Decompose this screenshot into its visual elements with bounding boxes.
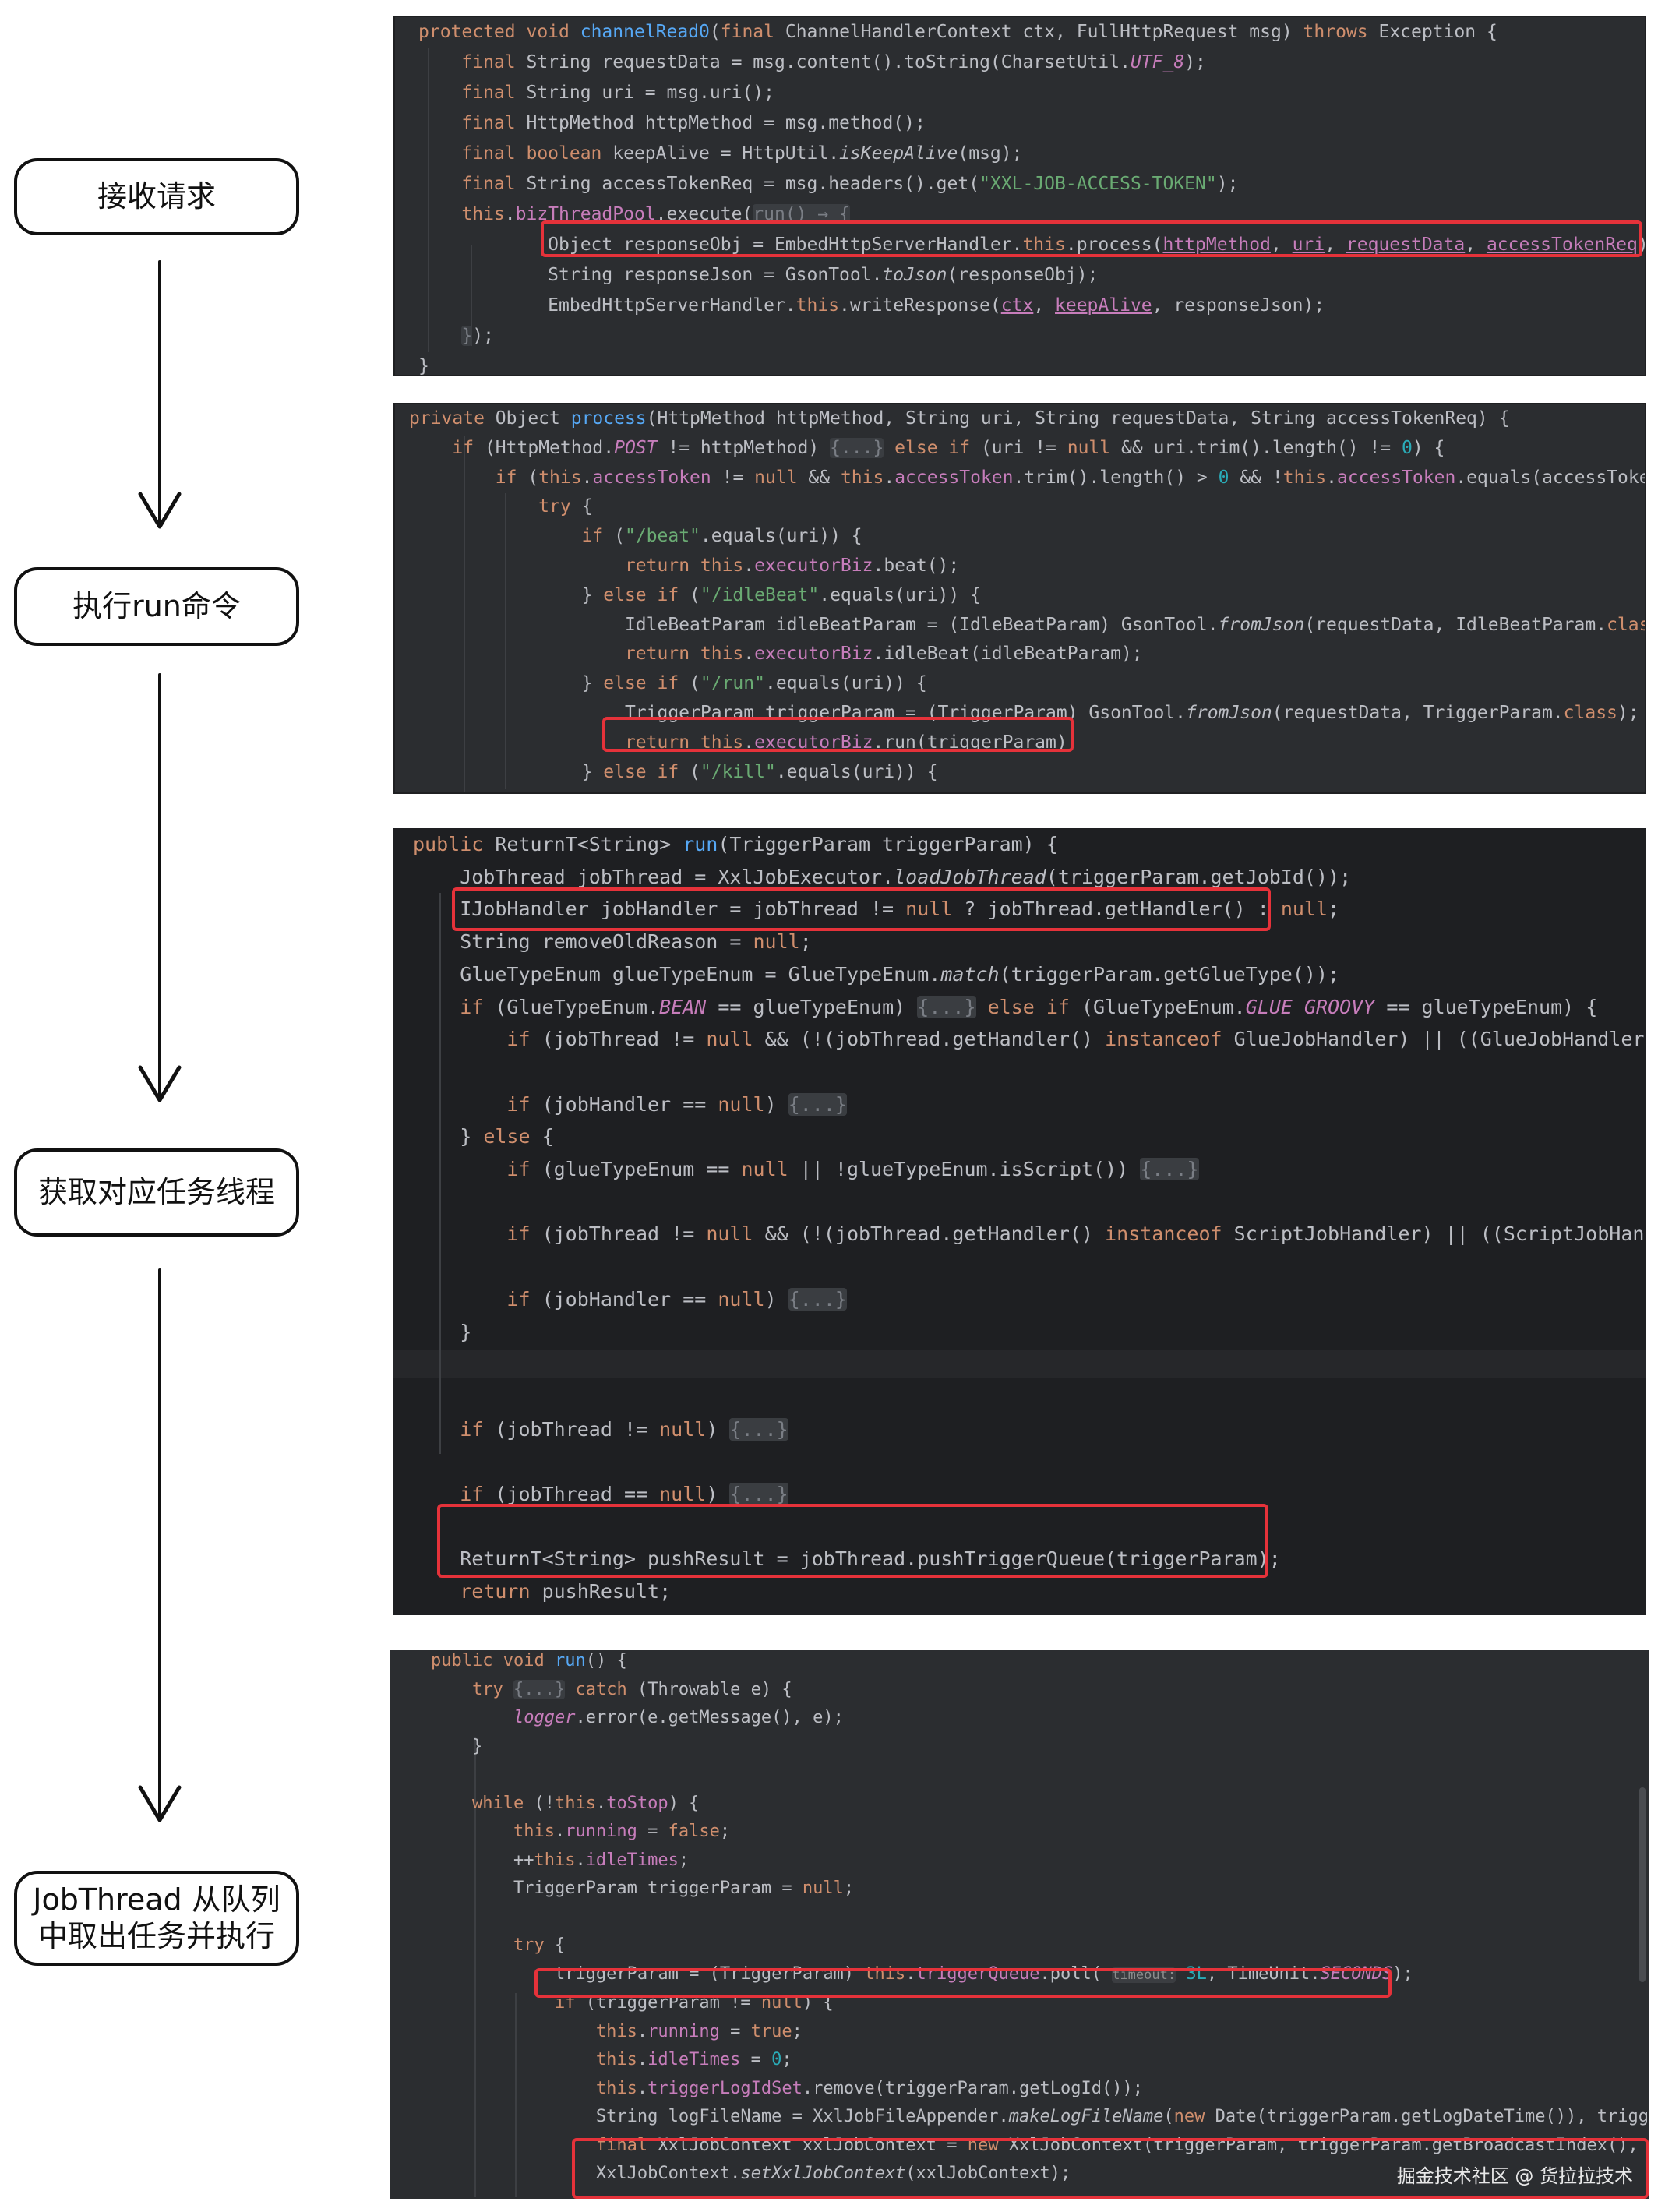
flow-arrow-3 (138, 1268, 182, 1822)
step-jobthread-poll-execute: JobThread 从队列 中取出任务并执行 (14, 1871, 299, 1966)
editor-scrollbar[interactable] (1639, 1787, 1646, 1982)
code-panel-channel-read: protected void channelRead0(final Channe… (393, 16, 1646, 376)
step-execute-run: 执行run命令 (14, 567, 299, 646)
step-execute-run-label: 执行run命令 (72, 588, 241, 623)
code-panel-jobthread-run: public void run() { try {...} catch (Thr… (390, 1650, 1649, 2199)
step-get-job-thread-label: 获取对应任务线程 (37, 1174, 275, 1209)
step-receive-request-label: 接收请求 (97, 178, 216, 213)
step-jobthread-label-line1: JobThread 从队列 (33, 1882, 280, 1917)
code-panel-executor-run: public ReturnT<String> run(TriggerParam … (393, 828, 1646, 1615)
step-receive-request: 接收请求 (14, 158, 299, 235)
flow-arrow-2 (138, 673, 182, 1102)
code-block-executor-run: public ReturnT<String> run(TriggerParam … (413, 833, 1646, 1615)
watermark: 掘金技术社区 @ 货拉拉技术 (1396, 2165, 1633, 2187)
step-get-job-thread: 获取对应任务线程 (14, 1148, 299, 1237)
step-jobthread-label-line2: 中取出任务并执行 (37, 1919, 275, 1953)
code-block-jobthread-run: public void run() { try {...} catch (Thr… (431, 1651, 1649, 2183)
code-block-process: private Object process(HttpMethod httpMe… (409, 408, 1645, 792)
flow-arrow-1 (138, 260, 182, 529)
code-panel-process: private Object process(HttpMethod httpMe… (393, 403, 1646, 794)
code-block-channel-read: protected void channelRead0(final Channe… (418, 22, 1645, 376)
